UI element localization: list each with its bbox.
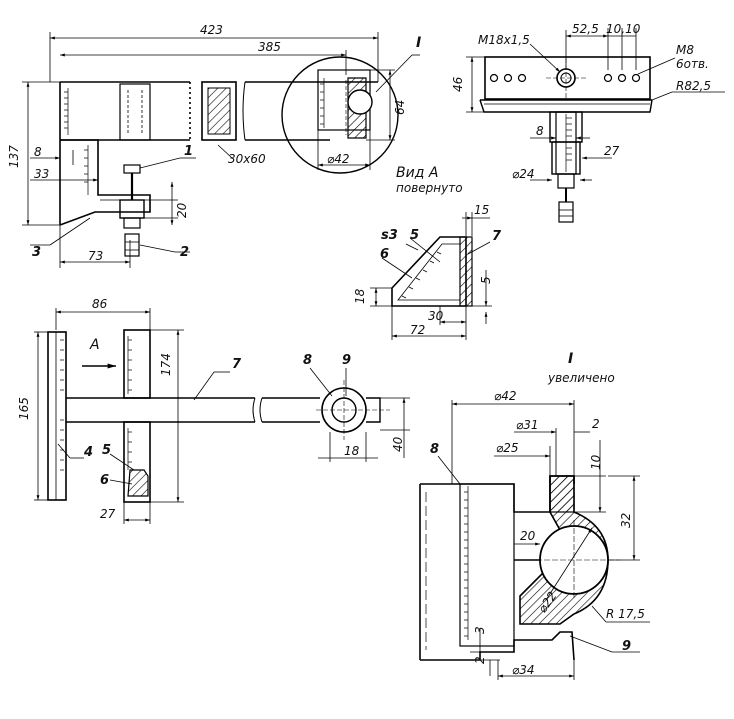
dim-m18: M18x1,5 bbox=[478, 33, 530, 47]
detail-I-marker: I bbox=[416, 35, 422, 51]
dim-86: 86 bbox=[92, 297, 108, 311]
dim-73: 73 bbox=[88, 249, 104, 263]
dim-5a: 5 bbox=[479, 276, 493, 284]
front-view bbox=[22, 32, 420, 268]
dim-10: 10 bbox=[589, 454, 603, 470]
detail-I-title: I bbox=[568, 351, 574, 367]
end-view bbox=[466, 28, 725, 223]
dim-3: 3 bbox=[473, 626, 487, 634]
callout-2: 2 bbox=[180, 245, 190, 260]
view-a-title: Вид А bbox=[396, 165, 439, 181]
view-a bbox=[370, 212, 492, 340]
dim-s3: s3 bbox=[381, 228, 398, 243]
dim-52-5: 52,5 bbox=[572, 22, 599, 36]
dim-30: 30 bbox=[428, 309, 444, 323]
callout-6b: 6 bbox=[100, 473, 110, 488]
dim-27b: 27 bbox=[100, 507, 116, 521]
callout-9b: 9 bbox=[622, 639, 632, 654]
dim-18b: 18 bbox=[344, 444, 360, 458]
dim-137: 137 bbox=[7, 145, 21, 168]
dim-r82-5: R82,5 bbox=[676, 79, 712, 93]
callout-4: 4 bbox=[84, 445, 94, 460]
dim-diam25: ⌀25 bbox=[496, 441, 519, 455]
dim-18a: 18 bbox=[353, 288, 367, 304]
dim-diam24: ⌀24 bbox=[512, 167, 535, 181]
dim-385: 385 bbox=[258, 40, 281, 54]
callout-1: 1 bbox=[184, 144, 194, 159]
callout-5b: 5 bbox=[102, 443, 112, 458]
dim-2b: 2 bbox=[473, 656, 487, 664]
dim-64: 64 bbox=[393, 99, 407, 115]
callout-9a: 9 bbox=[342, 353, 352, 368]
dim-46: 46 bbox=[451, 76, 465, 92]
dim-m8-holes: 6отв. bbox=[676, 57, 709, 71]
arrow-a-label: A bbox=[90, 337, 100, 353]
callout-7a: 7 bbox=[492, 229, 502, 244]
dim-8a: 8 bbox=[34, 145, 42, 159]
dim-diam42-b: ⌀42 bbox=[494, 389, 517, 403]
dim-165: 165 bbox=[17, 397, 31, 420]
dim-72: 72 bbox=[410, 323, 426, 337]
dim-8b: 8 bbox=[536, 124, 544, 138]
callout-8a: 8 bbox=[303, 353, 313, 368]
callout-8b: 8 bbox=[430, 442, 440, 457]
dim-27a: 27 bbox=[604, 144, 620, 158]
dim-diam34: ⌀34 bbox=[512, 663, 535, 677]
dim-33: 33 bbox=[34, 167, 50, 181]
dim-423: 423 bbox=[200, 23, 223, 37]
dim-2a: 2 bbox=[592, 417, 600, 431]
dim-30x60: 30x60 bbox=[228, 152, 266, 166]
dim-r17-5: R 17,5 bbox=[606, 607, 645, 621]
dim-diam42-a: ⌀42 bbox=[327, 152, 350, 166]
callout-7b: 7 bbox=[232, 357, 242, 372]
callout-3: 3 bbox=[32, 245, 42, 260]
dim-m8: M8 bbox=[676, 43, 694, 57]
callout-5a: 5 bbox=[410, 228, 420, 243]
detail-subtitle: увеличено bbox=[548, 371, 615, 385]
dim-20a: 20 bbox=[175, 202, 189, 218]
enlarged-detail-view bbox=[419, 400, 650, 680]
callout-6a: 6 bbox=[380, 247, 390, 262]
dim-10-10: 10,10 bbox=[606, 22, 641, 36]
dim-32: 32 bbox=[619, 512, 633, 528]
dim-174: 174 bbox=[159, 353, 173, 376]
dim-40: 40 bbox=[391, 436, 405, 452]
dim-diam31: ⌀31 bbox=[516, 418, 539, 432]
plan-view bbox=[34, 308, 410, 524]
dim-15: 15 bbox=[474, 203, 490, 217]
dim-20b: 20 bbox=[520, 529, 536, 543]
view-a-subtitle: повернуто bbox=[396, 181, 463, 195]
